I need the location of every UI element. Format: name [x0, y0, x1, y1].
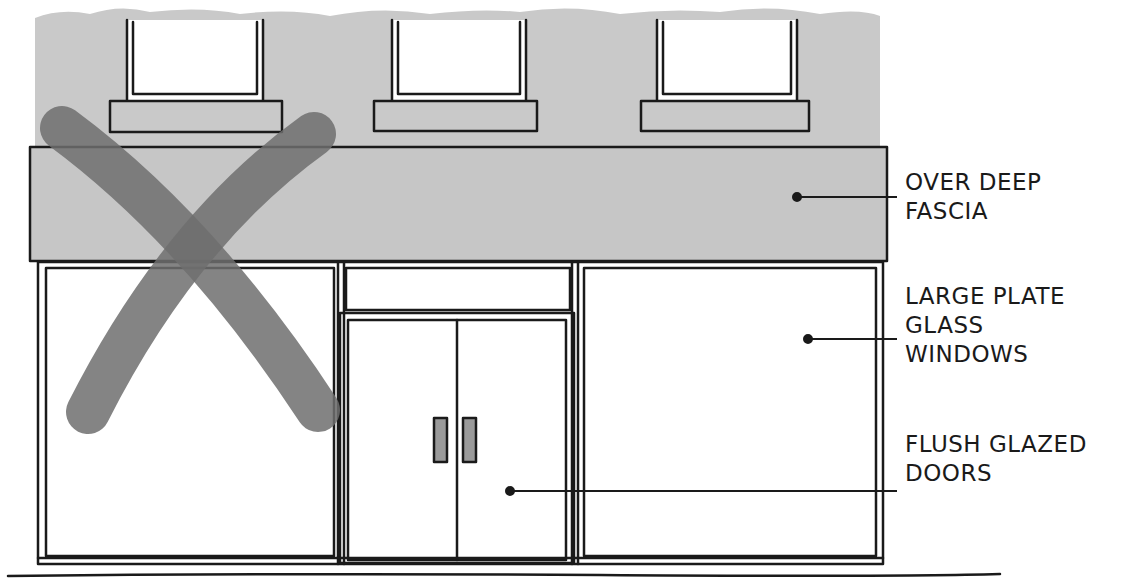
upper-window	[657, 20, 797, 100]
plate-glass-window	[584, 268, 876, 556]
part-label: OVER DEEP FASCIA	[905, 168, 1105, 226]
door-handle	[434, 418, 447, 462]
cross-stroke	[88, 134, 314, 412]
glazed-doors	[348, 320, 566, 560]
upper-window	[392, 20, 526, 100]
transom-light	[346, 268, 570, 310]
upper-wall	[35, 8, 880, 148]
leader-line	[510, 490, 897, 492]
leader-dot	[793, 193, 801, 201]
door-handle	[463, 418, 476, 462]
part-label: FLUSH GLAZED DOORS	[905, 430, 1105, 488]
leader-dot	[804, 335, 812, 343]
upper-window	[127, 20, 263, 100]
window-sill	[641, 101, 809, 131]
upper-window-frame	[127, 20, 263, 100]
door-meeting-line	[456, 320, 459, 560]
upper-window-frame	[657, 20, 797, 100]
part-label: LARGE PLATE GLASS WINDOWS	[905, 282, 1105, 369]
leader-line	[797, 196, 897, 198]
leader-line	[808, 338, 897, 340]
mullion	[572, 262, 578, 564]
stall-riser	[38, 557, 883, 560]
window-sill	[110, 101, 282, 132]
ground-line	[8, 574, 1000, 576]
leader-dot	[506, 487, 514, 495]
door-frame	[340, 313, 574, 563]
upper-window-frame	[392, 20, 526, 100]
window-sill	[374, 101, 537, 131]
